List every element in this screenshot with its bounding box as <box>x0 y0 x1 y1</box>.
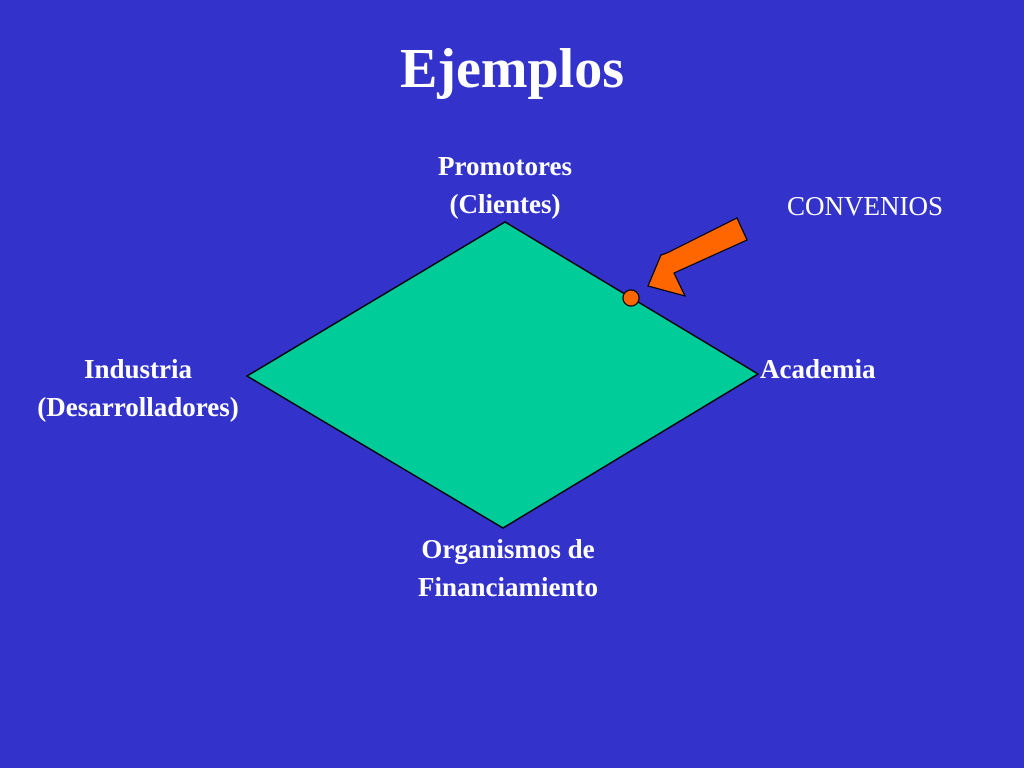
convenio-marker <box>622 289 640 307</box>
node-industria-line1: Industria <box>83 354 193 384</box>
node-promotores-line2: (Clientes) <box>449 189 561 219</box>
node-organismos: Organismos de Financiamiento <box>358 530 658 606</box>
slide-title: Ejemplos <box>400 38 624 100</box>
callout-convenios: CONVENIOS <box>786 191 943 221</box>
node-academia: Academia <box>760 350 920 388</box>
node-organismos-line2: Financiamiento <box>418 572 598 602</box>
node-promotores-line1: Promotores <box>438 151 572 181</box>
node-industria-line2: (Desarrolladores) <box>37 392 239 422</box>
node-organismos-line1: Organismos de <box>421 534 595 564</box>
node-academia-line1: Academia <box>760 354 876 384</box>
node-promotores: Promotores (Clientes) <box>355 147 655 223</box>
node-industria: Industria (Desarrolladores) <box>0 350 276 426</box>
arrow-icon <box>647 217 748 297</box>
